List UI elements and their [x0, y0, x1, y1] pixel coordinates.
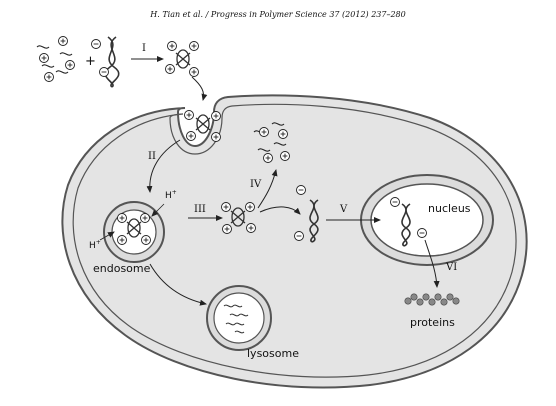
charge-markers [39, 36, 427, 245]
protein-beads [404, 293, 460, 306]
step-II-label: II [148, 151, 156, 162]
step-I-label: I [142, 43, 146, 54]
step-IV-label: IV [250, 179, 262, 190]
arrow-to-dna [259, 206, 301, 215]
step-V-label: V [339, 204, 348, 215]
arrow-step-IV [257, 169, 278, 209]
plus-sign: + [85, 54, 96, 69]
step-III-label: III [194, 204, 206, 215]
journal-citation: H. Tian et al. / Progress in Polymer Sci… [150, 10, 406, 19]
cell-membrane-outer [61, 94, 528, 389]
cell-membrane-inner [72, 103, 517, 378]
degraded-fragments [223, 304, 249, 334]
polyplex-top [175, 49, 191, 69]
polyplex-endosome [126, 218, 142, 238]
polycation-chains [36, 45, 73, 74]
endosome-label: endosome [93, 262, 151, 275]
dna-helix-cytosol [309, 199, 319, 243]
arrow-step-VI [424, 239, 440, 288]
proton-arrow-top [151, 203, 165, 217]
arrow-into-cell [191, 76, 208, 101]
arrow-step-II [146, 139, 181, 193]
arrow-to-lysosome [149, 263, 207, 306]
lysosome-inner [213, 292, 265, 344]
polyplex-pit [195, 114, 211, 134]
polyplex-cytosol [230, 207, 246, 227]
lysosome-label: lysosome [247, 347, 299, 360]
step-VI-label: VI [445, 262, 457, 273]
proteins-label: proteins [410, 316, 455, 329]
nucleus-label: nucleus [428, 202, 471, 215]
proton-label-top: H+ [165, 189, 177, 201]
dna-helix-free [104, 36, 120, 88]
proton-label-bottom: H+ [89, 239, 101, 251]
dna-helix-nucleus [401, 203, 411, 247]
proton-arrow-bottom [99, 231, 115, 241]
